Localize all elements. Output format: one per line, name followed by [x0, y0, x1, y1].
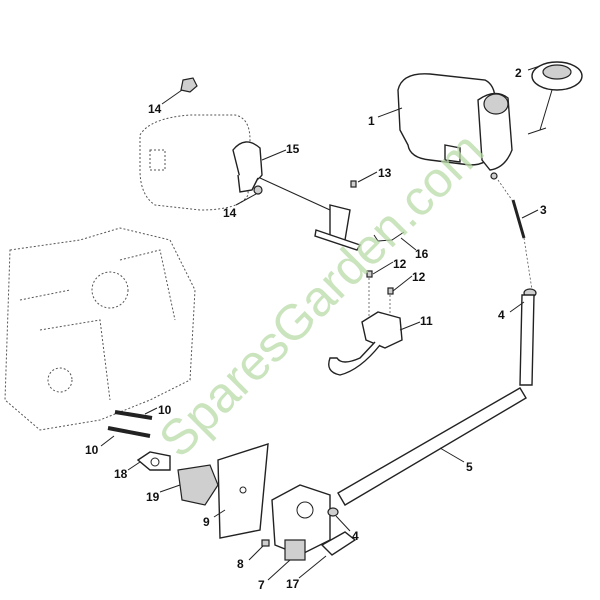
- callout-labels: 1 2 3 4 5 4 7 8 9 10 10 11 12 12 13 14 1…: [85, 66, 547, 592]
- callout-8: 8: [237, 557, 244, 571]
- gasket-part-18: [136, 451, 171, 471]
- screw-part-13: [350, 180, 357, 188]
- callout-4: 4: [352, 529, 359, 543]
- watermark: SparesGarden.com: [148, 122, 494, 468]
- screw-part-8: [261, 539, 270, 547]
- callout-11: 11: [420, 314, 433, 328]
- heat-shield-part-9: [217, 443, 269, 539]
- dowel-part-10: [114, 410, 153, 420]
- callout-12: 12: [393, 257, 407, 271]
- callout-19: 19: [146, 490, 160, 504]
- callout-4: 4: [498, 308, 505, 322]
- clamp-part-4: [327, 507, 339, 517]
- air-filter-housing: [139, 114, 251, 211]
- callout-2: 2: [515, 66, 522, 80]
- screw-part-12: [366, 270, 373, 278]
- fuel-cap-part-2: [527, 61, 583, 135]
- callout-14: 14: [148, 102, 162, 116]
- callout-1: 1: [368, 114, 375, 128]
- callout-18: 18: [114, 467, 128, 481]
- throttle-control-part-15: [232, 141, 362, 251]
- gasket-part-17: [320, 531, 357, 556]
- pin-part-3: [511, 199, 526, 239]
- callout-12: 12: [412, 270, 426, 284]
- callout-5: 5: [466, 460, 473, 474]
- nut-part-14: [180, 77, 198, 93]
- carburetor-part-7: [271, 484, 331, 561]
- leader-lines: [100, 65, 541, 581]
- callout-15: 15: [286, 142, 300, 156]
- fuel-line-vertical: [519, 294, 535, 386]
- dowel-part-10: [107, 426, 151, 438]
- callout-7: 7: [258, 578, 265, 592]
- callout-13: 13: [378, 166, 392, 180]
- screw-part-12: [387, 287, 394, 295]
- callout-10: 10: [158, 403, 172, 417]
- callout-10: 10: [85, 443, 99, 457]
- callout-3: 3: [540, 203, 547, 217]
- callout-14: 14: [223, 206, 237, 220]
- fuel-hose-part-5: [337, 387, 527, 506]
- engine-block: [4, 227, 196, 431]
- callout-17: 17: [286, 577, 300, 591]
- callout-16: 16: [415, 247, 429, 261]
- callout-9: 9: [203, 515, 210, 529]
- spacer-part-19: [177, 464, 219, 506]
- fuel-pump-part-11: [328, 311, 403, 376]
- fuel-tank-part-1: [397, 73, 513, 180]
- clip-part-16: [373, 231, 405, 242]
